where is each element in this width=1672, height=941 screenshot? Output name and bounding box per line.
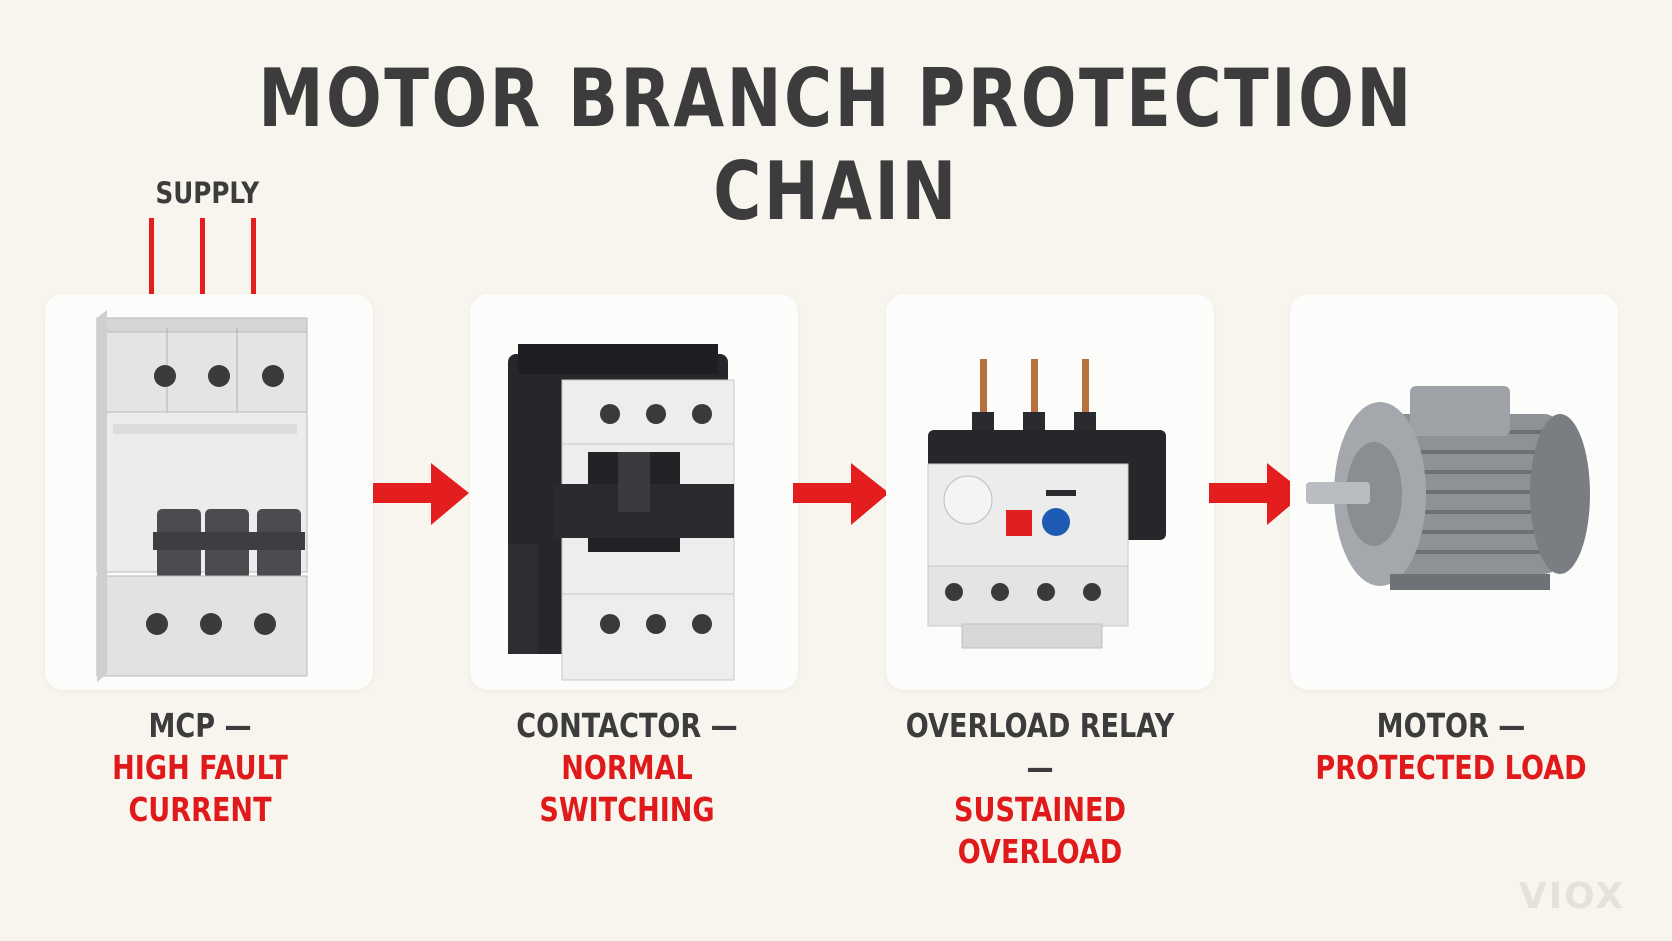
stage-label-motor: MOTOR — PROTECTED LOAD bbox=[1303, 705, 1598, 789]
svg-text:VIOX: VIOX bbox=[1519, 876, 1625, 916]
stage-role: NORMAL SWITCHING bbox=[539, 748, 715, 829]
mcp-breaker-image bbox=[96, 310, 308, 682]
motor-card bbox=[1290, 294, 1618, 690]
stage-label-contactor: CONTACTOR — NORMAL SWITCHING bbox=[479, 705, 774, 831]
supply-wire-2 bbox=[200, 218, 205, 328]
stage-role: SUSTAINED OVERLOAD bbox=[954, 790, 1126, 871]
motor-image bbox=[1306, 386, 1590, 590]
viox-logo: VIOX bbox=[1519, 876, 1625, 916]
contactor-image bbox=[508, 344, 735, 681]
supply-label: SUPPLY bbox=[155, 176, 260, 210]
arrow-icon bbox=[373, 463, 469, 525]
stage-label-overload-relay: OVERLOAD RELAY — SUSTAINED OVERLOAD bbox=[892, 705, 1187, 873]
stage-name: MOTOR — bbox=[1376, 706, 1526, 745]
stage-name: MCP — bbox=[148, 706, 252, 745]
mcp-card bbox=[45, 294, 373, 690]
stage-name: CONTACTOR — bbox=[516, 706, 738, 745]
overload-relay-image bbox=[927, 359, 1166, 649]
arrow-icon bbox=[793, 463, 889, 525]
stage-name: OVERLOAD RELAY — bbox=[905, 706, 1175, 787]
stage-role: HIGH FAULT CURRENT bbox=[112, 748, 288, 829]
arrow-icon bbox=[1209, 463, 1305, 525]
stage-label-mcp: MCP — HIGH FAULT CURRENT bbox=[52, 705, 347, 831]
supply-wire-1 bbox=[149, 218, 154, 328]
stage-role: PROTECTED LOAD bbox=[1315, 748, 1587, 787]
overload-relay-card bbox=[886, 294, 1214, 690]
contactor-card bbox=[470, 294, 798, 690]
page-title: MOTOR BRANCH PROTECTION CHAIN bbox=[258, 52, 1414, 238]
supply-wire-3 bbox=[251, 218, 256, 328]
